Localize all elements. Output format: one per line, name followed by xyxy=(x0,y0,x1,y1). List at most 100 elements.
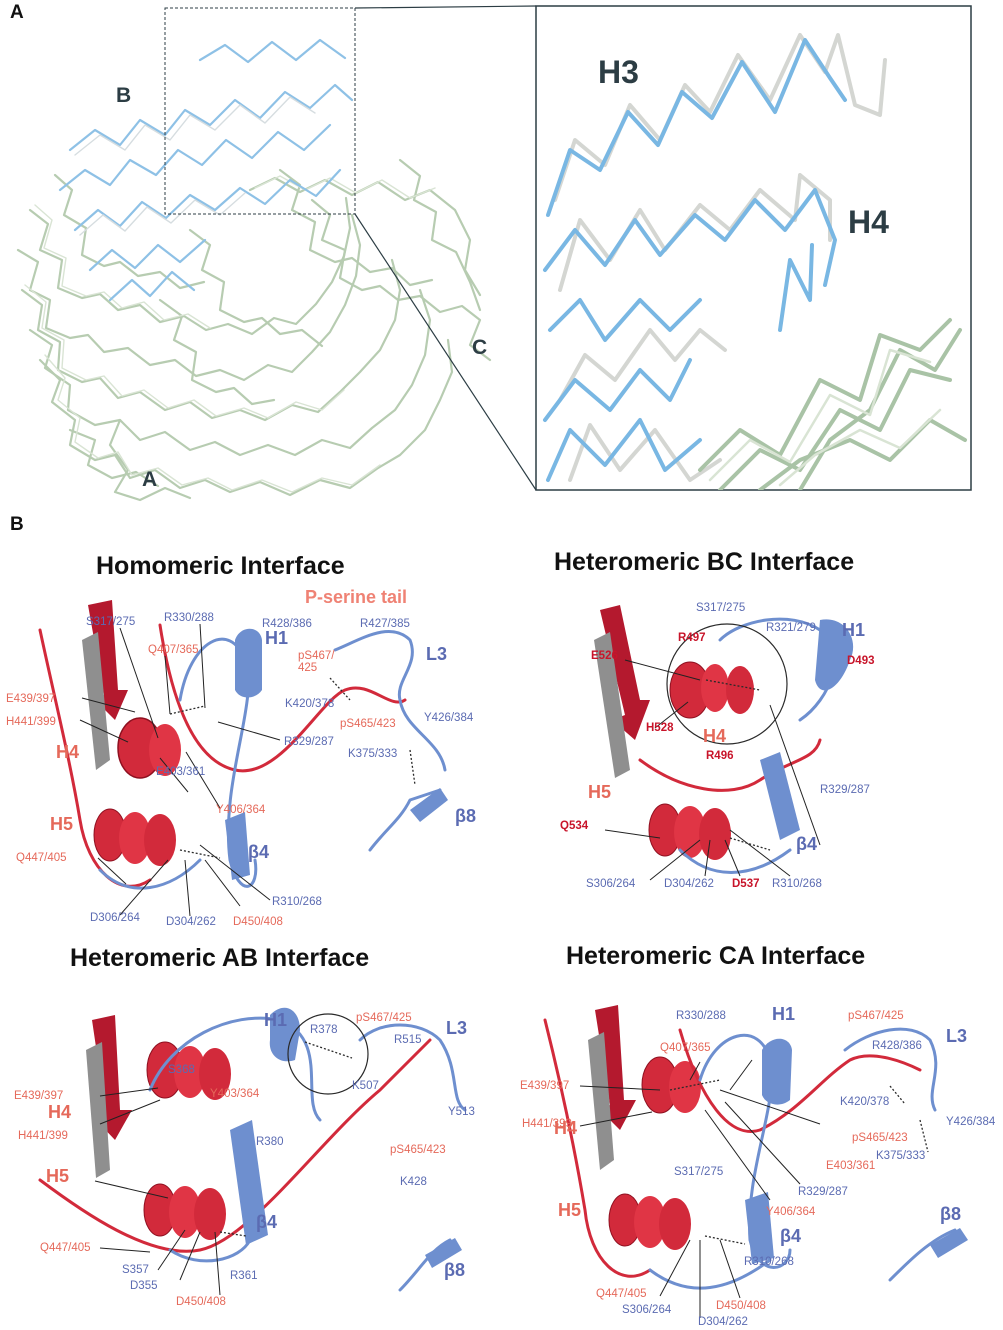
homomeric-d304: D304/262 xyxy=(166,916,216,928)
homomeric-h1: H1 xyxy=(265,628,289,648)
ca-h5: H5 xyxy=(558,1200,582,1220)
bc-highlight-circle xyxy=(666,623,788,745)
ca-d450: D450/408 xyxy=(716,1300,766,1312)
homomeric-h4: H4 xyxy=(56,742,80,762)
homomeric-b4: β4 xyxy=(248,842,269,862)
ab-e439: E439/397 xyxy=(14,1090,64,1102)
ca-h1: H1 xyxy=(772,1004,796,1024)
ab-r378: R378 xyxy=(310,1024,338,1036)
homomeric-title: Homomeric Interface xyxy=(96,552,345,580)
panel-label-a: A xyxy=(10,2,24,23)
ab-y513: Y513 xyxy=(448,1106,475,1118)
bc-ribbon xyxy=(594,605,854,874)
ca-s317: S317/275 xyxy=(674,1166,724,1178)
homomeric-k420: K420/378 xyxy=(285,698,335,710)
ab-h441: H441/399 xyxy=(18,1130,68,1142)
homomeric-q407: Q407/365 xyxy=(148,644,199,656)
homomeric-d450: D450/408 xyxy=(233,916,283,928)
ca-b4: β4 xyxy=(780,1226,801,1246)
ab-d355: D355 xyxy=(130,1280,158,1292)
homomeric-tail-label: P-serine tail xyxy=(305,587,408,607)
homomeric-ps465: pS465/423 xyxy=(340,718,396,730)
ab-k507: K507 xyxy=(352,1080,379,1092)
ca-r310: R310/268 xyxy=(744,1256,794,1268)
homomeric-q447: Q447/405 xyxy=(16,852,67,864)
ca-r428: R428/386 xyxy=(872,1040,922,1052)
leader-lines xyxy=(79,623,821,1318)
ab-h4: H4 xyxy=(48,1102,72,1122)
homomeric-k375: K375/333 xyxy=(348,748,398,760)
ab-s368: S368 xyxy=(168,1064,195,1076)
chain-label-a: A xyxy=(142,468,158,491)
bc-r496: R496 xyxy=(706,750,734,762)
bc-b4: β4 xyxy=(796,834,817,854)
ab-s357: S357 xyxy=(122,1264,149,1276)
homomeric-ps467: pS467/ 425 xyxy=(298,650,335,674)
bc-h4: H4 xyxy=(703,726,727,746)
ca-s306: S306/264 xyxy=(622,1304,672,1316)
ca-b8: β8 xyxy=(940,1204,961,1224)
homomeric-d306: D306/264 xyxy=(90,912,140,924)
ca-y406: Y406/364 xyxy=(766,1206,816,1218)
ab-ps467: pS467/425 xyxy=(356,1012,412,1024)
ca-q447: Q447/405 xyxy=(596,1288,647,1300)
ab-h1: H1 xyxy=(264,1010,288,1030)
ab-h5: H5 xyxy=(46,1166,70,1186)
ab-b8: β8 xyxy=(444,1260,465,1280)
ca-r330: R330/288 xyxy=(676,1010,726,1022)
ca-ribbon xyxy=(543,1005,968,1290)
ca-e403: E403/361 xyxy=(826,1160,876,1172)
bc-r329: R329/287 xyxy=(820,784,870,796)
homomeric-ribbon xyxy=(38,600,448,890)
ca-e439: E439/397 xyxy=(520,1080,570,1092)
zoom-label-h3: H3 xyxy=(598,54,639,90)
zoom-label-h4: H4 xyxy=(848,204,889,240)
homomeric-l3: L3 xyxy=(426,644,448,664)
ca-y426: Y426/384 xyxy=(946,1116,996,1128)
zoom-selection-box xyxy=(164,7,356,215)
homomeric-r428: R428/386 xyxy=(262,618,312,630)
ab-r361: R361 xyxy=(230,1270,258,1282)
ab-y403: Y403/364 xyxy=(210,1088,260,1100)
bc-r310: R310/268 xyxy=(772,878,822,890)
ab-b4: β4 xyxy=(256,1212,277,1232)
ab-l3: L3 xyxy=(446,1018,468,1038)
ab-q447: Q447/405 xyxy=(40,1242,91,1254)
chain-label-b: B xyxy=(116,84,132,107)
zoom-structure xyxy=(543,33,967,490)
homomeric-r310: R310/268 xyxy=(272,896,322,908)
ca-q407: Q407/365 xyxy=(660,1042,711,1054)
ca-h4: H4 xyxy=(554,1118,578,1138)
overview-structure xyxy=(16,38,492,502)
ca-l3: L3 xyxy=(946,1026,968,1046)
ca-k420: K420/378 xyxy=(840,1096,890,1108)
homomeric-h441: H441/399 xyxy=(6,716,56,728)
bc-s317: S317/275 xyxy=(696,602,746,614)
bc-d304: D304/262 xyxy=(664,878,714,890)
bc-h1: H1 xyxy=(842,620,866,640)
bc-s306: S306/264 xyxy=(586,878,636,890)
homomeric-h5: H5 xyxy=(50,814,74,834)
bc-q534: Q534 xyxy=(560,820,589,832)
ca-k375: K375/333 xyxy=(876,1150,926,1162)
homomeric-e439: E439/397 xyxy=(6,693,56,705)
ab-k428: K428 xyxy=(400,1176,427,1188)
ab-d450: D450/408 xyxy=(176,1296,226,1308)
bc-r321: R321/279 xyxy=(766,622,816,634)
homomeric-y406: Y406/364 xyxy=(216,804,266,816)
homomeric-y426: Y426/384 xyxy=(424,712,474,724)
chain-label-c: C xyxy=(472,336,488,359)
ab-title: Heteromeric AB Interface xyxy=(70,944,370,972)
homomeric-r427: R427/385 xyxy=(360,618,410,630)
ca-h441: H441/399 xyxy=(522,1118,572,1130)
ab-r380: R380 xyxy=(256,1136,284,1148)
ca-r329: R329/287 xyxy=(798,1186,848,1198)
homomeric-b8: β8 xyxy=(455,806,476,826)
bc-title: Heteromeric BC Interface xyxy=(554,548,855,576)
ca-ps467: pS467/425 xyxy=(848,1010,904,1022)
homomeric-r329: R329/287 xyxy=(284,736,334,748)
panel-label-b: B xyxy=(10,514,24,535)
bc-d493: D493 xyxy=(847,655,875,667)
